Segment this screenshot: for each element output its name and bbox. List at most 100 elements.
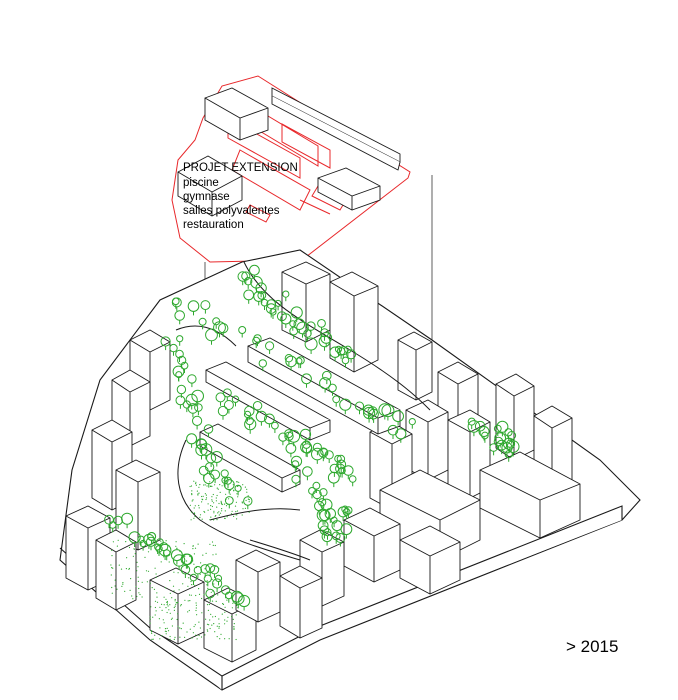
lawn-stipple <box>209 481 211 483</box>
lawn-stipple <box>211 500 213 502</box>
lawn-stipple <box>248 499 250 501</box>
lawn-stipple <box>197 494 199 496</box>
lawn-stipple <box>212 544 214 547</box>
lawn-stipple <box>166 604 168 606</box>
lawn-stipple <box>211 600 214 602</box>
lawn-stipple <box>209 519 211 521</box>
lawn-stipple <box>226 516 228 518</box>
lawn-stipple <box>195 604 197 606</box>
lawn-stipple <box>177 625 179 627</box>
lawn-stipple <box>225 505 228 507</box>
lawn-stipple <box>230 513 233 515</box>
tree-canopy-icon <box>481 431 489 440</box>
lawn-stipple <box>184 599 186 601</box>
lawn-stipple <box>192 632 194 634</box>
lawn-stipple <box>214 544 216 547</box>
lawn-stipple <box>206 565 208 567</box>
lawn-stipple <box>211 624 213 626</box>
lawn-stipple <box>159 627 161 629</box>
lawn-stipple <box>179 550 181 552</box>
lawn-stipple <box>111 567 113 569</box>
lawn-stipple <box>168 561 170 563</box>
lawn-stipple <box>206 623 209 625</box>
lawn-stipple <box>195 484 197 486</box>
lawn-stipple <box>211 541 214 543</box>
lawn-stipple <box>151 587 153 589</box>
tree-canopy-icon <box>175 349 184 359</box>
lawn-stipple <box>112 567 114 569</box>
lawn-stipple <box>114 579 116 581</box>
lawn-stipple <box>160 548 162 550</box>
lawn-stipple <box>144 556 146 559</box>
lawn-stipple <box>219 512 222 514</box>
lawn-stipple <box>134 553 136 555</box>
lawn-stipple <box>172 585 175 587</box>
lawn-stipple <box>137 566 139 568</box>
lawn-stipple <box>161 603 163 606</box>
lawn-stipple <box>134 545 136 547</box>
lawn-stipple <box>199 516 201 519</box>
lawn-stipple <box>233 628 235 631</box>
tower <box>397 331 433 401</box>
lawn-stipple <box>248 511 250 513</box>
lawn-stipple <box>203 594 205 596</box>
lawn-stipple <box>238 481 240 483</box>
tree-canopy-icon <box>223 400 234 410</box>
lawn-stipple <box>215 515 217 517</box>
lawn-stipple <box>224 638 226 640</box>
lawn-stipple <box>149 616 151 618</box>
lawn-stipple <box>169 592 171 595</box>
lawn-stipple <box>187 611 189 613</box>
lawn-stipple <box>165 607 167 609</box>
lawn-stipple <box>199 484 201 486</box>
lawn-stipple <box>212 493 214 496</box>
lawn-stipple <box>210 505 212 507</box>
lawn-stipple <box>222 603 225 606</box>
lawn-stipple <box>234 505 237 507</box>
lawn-stipple <box>165 587 167 589</box>
lawn-stipple <box>218 568 220 570</box>
lawn-stipple <box>116 588 118 590</box>
lawn-stipple <box>173 606 175 609</box>
lawn-stipple <box>166 601 168 603</box>
lawn-stipple <box>138 592 140 594</box>
lawn-stipple <box>205 498 207 501</box>
lawn-stipple <box>175 545 177 547</box>
annotation-item-piscine: piscine <box>183 177 219 189</box>
lawn-stipple <box>187 585 189 587</box>
tree-canopy-icon <box>237 271 248 282</box>
tree-canopy-icon <box>332 395 341 404</box>
lawn-stipple <box>205 552 207 555</box>
lawn-stipple <box>216 625 218 627</box>
lawn-stipple <box>210 591 212 593</box>
lawn-stipple <box>166 611 168 614</box>
lawn-stipple <box>195 594 197 597</box>
lawn-stipple <box>137 580 139 583</box>
extension-annotation: PROJET EXTENSION piscine gymnase salles … <box>183 161 298 232</box>
lawn-stipple <box>203 484 205 486</box>
lawn-stipple <box>237 607 239 609</box>
lawn-stipple <box>203 510 205 513</box>
lawn-stipple <box>160 561 162 563</box>
lawn-stipple <box>192 499 194 501</box>
lawn-stipple <box>216 494 218 497</box>
lawn-stipple <box>153 588 155 591</box>
lawn-stipple <box>179 636 181 638</box>
lawn-stipple <box>173 609 175 612</box>
lawn-stipple <box>206 584 208 586</box>
tree-canopy-icon <box>244 405 255 417</box>
lawn-stipple <box>128 567 130 570</box>
lawn-stipple <box>111 592 113 594</box>
lawn-stipple <box>184 555 186 558</box>
lawn-stipple <box>133 548 135 550</box>
lawn-stipple <box>154 606 156 609</box>
lawn-stipple <box>137 576 139 578</box>
tree-canopy-icon <box>187 374 197 384</box>
lawn-stipple <box>197 543 199 545</box>
lawn-stipple <box>165 540 167 542</box>
lawn-stipple <box>151 638 153 641</box>
lawn-stipple <box>171 617 173 619</box>
lawn-stipple <box>211 505 213 508</box>
lawn-stipple <box>154 614 156 616</box>
lawn-stipple <box>206 485 208 487</box>
